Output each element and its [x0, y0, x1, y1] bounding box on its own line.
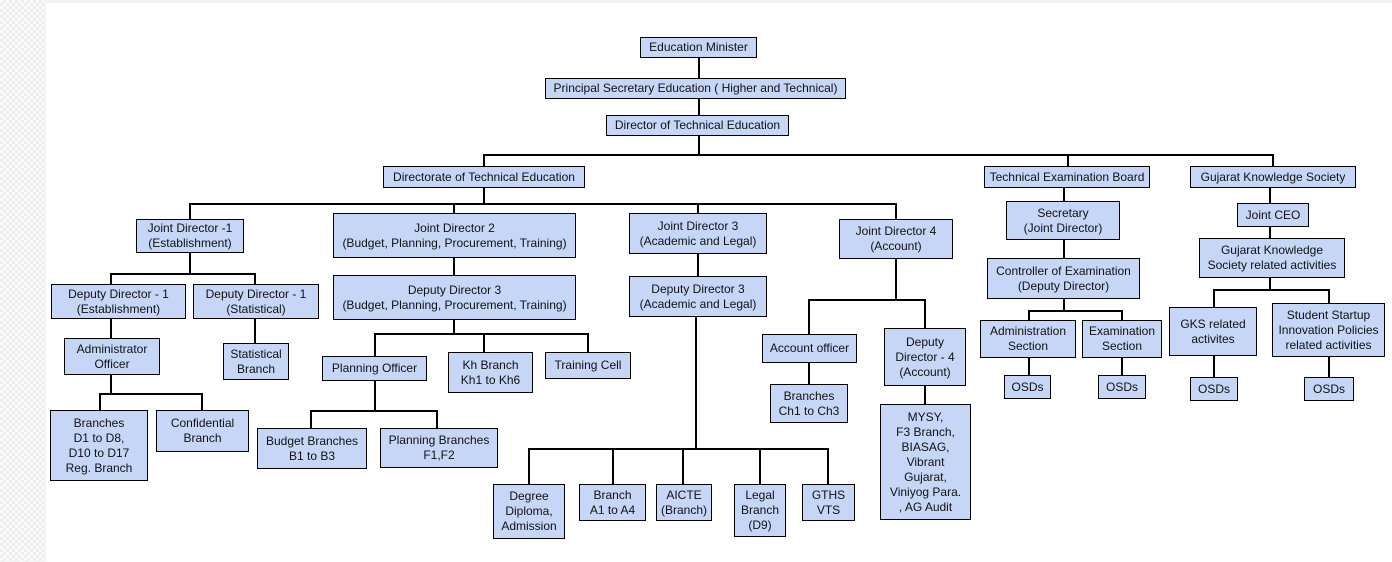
node-deputy-director-1-establishment: Deputy Director - 1 (Establishment) — [51, 284, 186, 319]
node-student-startup-policies: Student Startup Innovation Policies rela… — [1272, 303, 1385, 357]
node-confidential-branch: Confidential Branch — [156, 410, 249, 452]
node-osds-examination: OSDs — [1098, 375, 1146, 399]
node-branch-a1-a4: Branch A1 to A4 — [579, 484, 646, 521]
node-budget-branches: Budget Branches B1 to B3 — [257, 428, 367, 469]
node-branches-d1-d17: Branches D1 to D8, D10 to D17 Reg. Branc… — [50, 410, 148, 481]
node-deputy-director-4: Deputy Director - 4 (Account) — [884, 328, 966, 386]
node-deputy-director-3-budget: Deputy Director 3 (Budget, Planning, Pro… — [333, 275, 576, 320]
node-degree-diploma-admission: Degree Diploma, Admission — [493, 484, 565, 539]
node-technical-examination-board: Technical Examination Board — [984, 166, 1150, 188]
node-secretary: Secretary (Joint Director) — [1006, 201, 1120, 240]
node-directorate: Directorate of Technical Education — [383, 166, 585, 188]
node-aicte-branch: AICTE (Branch) — [656, 484, 712, 521]
node-deputy-director-3-academic: Deputy Director 3 (Academic and Legal) — [629, 276, 767, 317]
node-branches-ch1-ch3: Branches Ch1 to Ch3 — [770, 384, 848, 423]
node-examination-section: Examination Section — [1082, 320, 1162, 358]
node-joint-director-3: Joint Director 3 (Academic and Legal) — [629, 213, 767, 254]
node-legal-branch: Legal Branch (D9) — [734, 484, 786, 537]
node-gths-vts: GTHS VTS — [802, 484, 855, 521]
node-osds-startup: OSDs — [1304, 377, 1354, 401]
node-joint-ceo: Joint CEO — [1237, 203, 1309, 227]
node-gks-activities: Gujarat Knowledge Society related activi… — [1199, 238, 1345, 278]
node-training-cell: Training Cell — [545, 352, 631, 379]
node-mysy-group: MYSY, F3 Branch, BIASAG, Vibrant Gujarat… — [880, 404, 971, 520]
node-gks-related-activities: GKS related activites — [1169, 307, 1257, 356]
node-deputy-director-1-statistical: Deputy Director - 1 (Statistical) — [193, 284, 319, 319]
left-background-pattern — [0, 0, 46, 562]
top-border-strip — [46, 0, 1392, 3]
node-osds-administration: OSDs — [1004, 375, 1051, 399]
node-administrator-officer: Administrator Officer — [64, 338, 160, 375]
node-administration-section: Administration Section — [980, 320, 1076, 358]
node-osds-gks: OSDs — [1190, 377, 1238, 401]
node-planning-officer: Planning Officer — [322, 356, 427, 381]
node-director-technical-education: Director of Technical Education — [606, 115, 789, 136]
node-joint-director-2: Joint Director 2 (Budget, Planning, Proc… — [333, 213, 576, 258]
node-education-minister: Education Minister — [640, 37, 757, 58]
node-kh-branch: Kh Branch Kh1 to Kh6 — [448, 352, 533, 393]
node-principal-secretary: Principal Secretary Education ( Higher a… — [545, 78, 846, 99]
node-controller-of-examination: Controller of Examination (Deputy Direct… — [987, 258, 1140, 299]
node-statistical-branch: Statistical Branch — [223, 343, 289, 380]
node-joint-director-4: Joint Director 4 (Account) — [839, 219, 953, 259]
node-account-officer: Account officer — [762, 334, 857, 363]
node-joint-director-1: Joint Director -1 (Establishment) — [136, 219, 244, 253]
node-planning-branches: Planning Branches F1,F2 — [380, 428, 498, 468]
node-gujarat-knowledge-society: Gujarat Knowledge Society — [1190, 166, 1356, 188]
